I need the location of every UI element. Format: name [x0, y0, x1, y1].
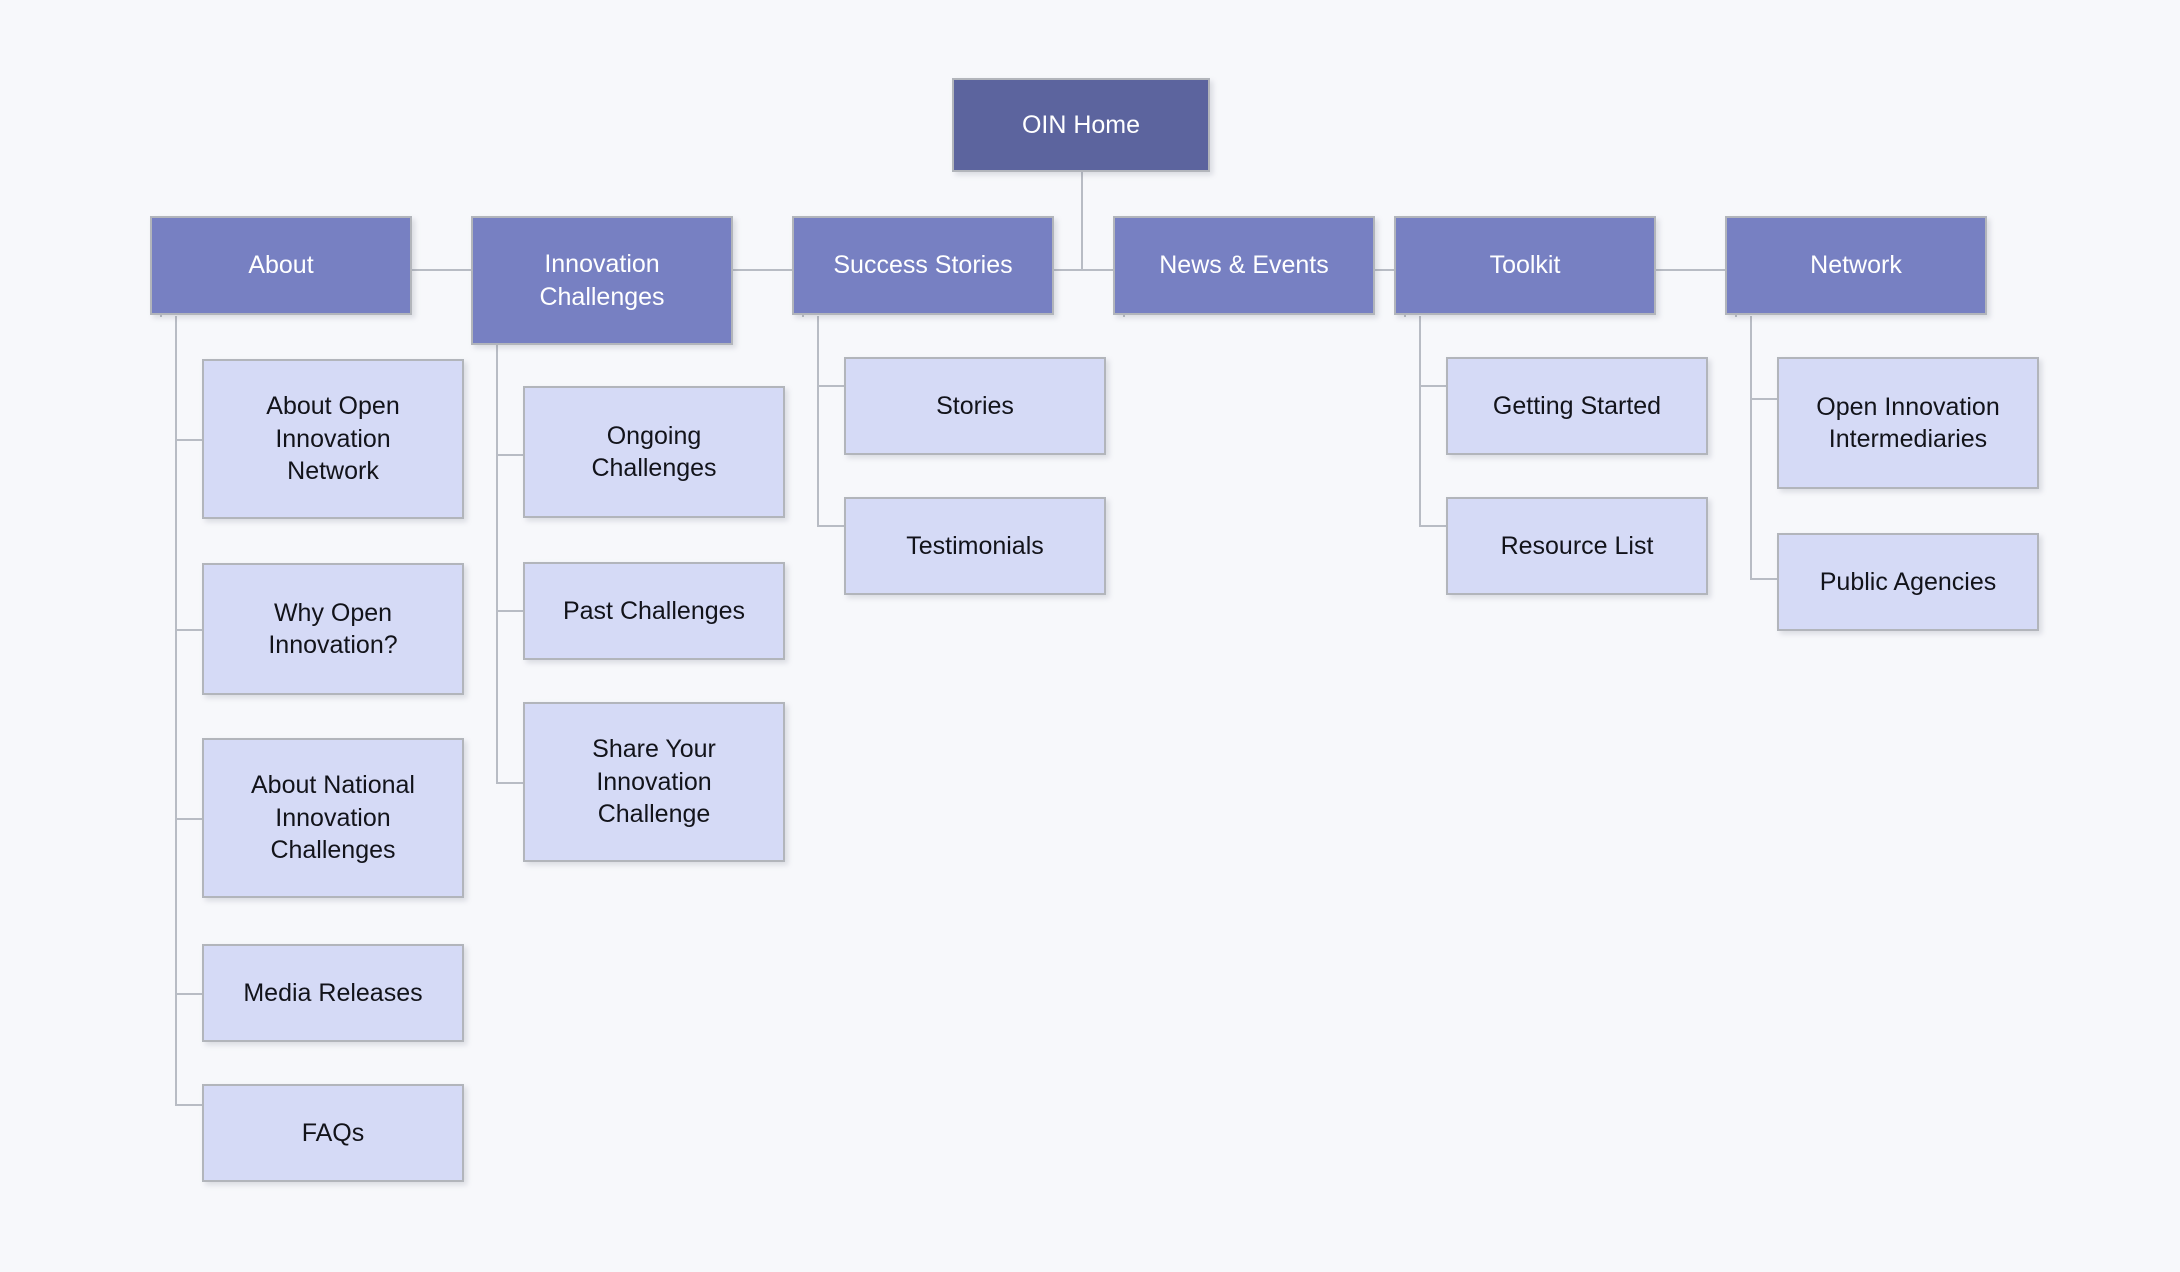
- node-open-innovation-intermediaries[interactable]: Open Innovation Intermediaries: [1777, 357, 2039, 489]
- connector-stub-about-1: [175, 439, 202, 441]
- connector-root-stem: [1081, 172, 1083, 271]
- node-ongoing-challenges[interactable]: Ongoing Challenges: [523, 386, 785, 518]
- connector-stub-nw-2: [1750, 578, 1777, 580]
- node-innovation-challenges[interactable]: Innovation Challenges: [471, 216, 733, 345]
- connector-stub-ss-2: [817, 525, 844, 527]
- node-testimonials[interactable]: Testimonials: [844, 497, 1106, 595]
- node-public-agencies[interactable]: Public Agencies: [1777, 533, 2039, 631]
- connector-stub-about-2: [175, 629, 202, 631]
- connector-trunk-success-stories: [817, 316, 819, 526]
- node-past-challenges[interactable]: Past Challenges: [523, 562, 785, 660]
- connector-stub-ic-2: [496, 610, 523, 612]
- connector-stub-about-5: [175, 1104, 202, 1106]
- connector-stub-ic-1: [496, 454, 523, 456]
- node-network[interactable]: Network: [1725, 216, 1987, 315]
- node-faqs[interactable]: FAQs: [202, 1084, 464, 1182]
- node-stories[interactable]: Stories: [844, 357, 1106, 455]
- connector-stub-nw-1: [1750, 398, 1777, 400]
- connector-stub-about-4: [175, 993, 202, 995]
- node-news-events[interactable]: News & Events: [1113, 216, 1375, 315]
- node-share-your-innovation-challenge[interactable]: Share Your Innovation Challenge: [523, 702, 785, 862]
- node-about-open-innovation-network[interactable]: About Open Innovation Network: [202, 359, 464, 519]
- node-toolkit[interactable]: Toolkit: [1394, 216, 1656, 315]
- connector-stub-about-3: [175, 818, 202, 820]
- node-about[interactable]: About: [150, 216, 412, 315]
- node-getting-started[interactable]: Getting Started: [1446, 357, 1708, 455]
- connector-trunk-network: [1750, 316, 1752, 579]
- connector-stub-ic-3: [496, 782, 523, 784]
- node-oin-home[interactable]: OIN Home: [952, 78, 1210, 172]
- node-why-open-innovation[interactable]: Why Open Innovation?: [202, 563, 464, 695]
- connector-stub-tk-2: [1419, 525, 1446, 527]
- connector-stub-tk-1: [1419, 385, 1446, 387]
- node-media-releases[interactable]: Media Releases: [202, 944, 464, 1042]
- connector-trunk-about: [175, 316, 177, 1106]
- connector-trunk-toolkit: [1419, 316, 1421, 526]
- connector-trunk-innovation-challenges: [496, 345, 498, 783]
- node-success-stories[interactable]: Success Stories: [792, 216, 1054, 315]
- connector-stub-ss-1: [817, 385, 844, 387]
- node-resource-list[interactable]: Resource List: [1446, 497, 1708, 595]
- node-about-national-innovation-challenges[interactable]: About National Innovation Challenges: [202, 738, 464, 898]
